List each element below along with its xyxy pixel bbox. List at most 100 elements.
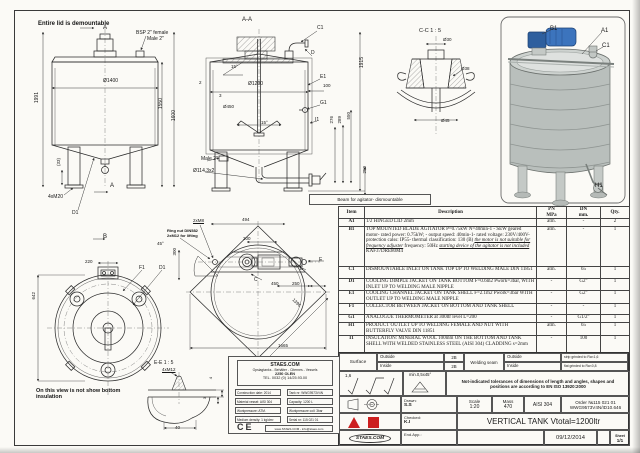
parts-row: D1 COOLING DIMPLE JACKET ON TANK BOTTOM …: [338, 277, 630, 292]
iso-a1-label: A1: [601, 28, 609, 34]
dim-276: 276: [329, 116, 334, 124]
mass-cell: Mass 470: [492, 396, 524, 413]
chamfer-value: min.0,5x45°: [409, 372, 432, 377]
bottom-insulation-note: On this view is not show bottom insulati…: [36, 388, 121, 401]
bottom-view-drawing: [36, 237, 169, 395]
dim-2: 2: [199, 80, 202, 85]
company-city: 2250 OLEN: [274, 372, 296, 376]
dim-45: Ø45: [441, 118, 450, 123]
parts-row: C1 DISMOUNTABLE INLET ON TANK TOP UP TO …: [338, 266, 630, 279]
parts-row: H1 PRODUCT OUTLET UP TO WELDING FEMALE A…: [338, 322, 630, 337]
parts-row: G1 ANALOGUE THERMOMETER at 300ltr level …: [338, 314, 630, 324]
dim-1915: 1915: [359, 57, 365, 69]
dim-1143: Ø114.3x2: [193, 168, 215, 174]
material-cell: AISI 304: [524, 396, 561, 413]
scale-value: 1:20: [469, 404, 480, 410]
surface-outside-value: 2B: [444, 353, 464, 362]
iso-3d-view: [500, 16, 626, 207]
title-block: Surface Outside 2B Inside 2B Welding sea…: [338, 352, 630, 446]
first-angle-projection-icon: [347, 398, 380, 411]
mass-value: 470: [503, 404, 513, 410]
front-d1-label: D1: [72, 210, 79, 216]
blank-cell: [457, 430, 544, 446]
dim-3: 3: [202, 397, 207, 400]
section-a-arrow-top: A: [103, 25, 108, 31]
ring-nut-note-line2: 2xM12 for lifting: [167, 233, 198, 238]
ce-mark-icon: CE: [237, 422, 254, 432]
dim-15-cone: 15°: [261, 120, 268, 125]
aa-d-label: D: [311, 50, 315, 56]
weld-outside-label: Outside: [504, 353, 561, 362]
bottom-f1-label: F1: [139, 265, 145, 271]
red-triangle-icon: [348, 417, 360, 428]
dim-4xm12: 4xM12: [162, 367, 176, 372]
section-aa-title: A-A: [242, 17, 253, 23]
dim-45deg: 45°: [157, 241, 164, 246]
nameplate-field: Capacity: 1200 L: [287, 398, 333, 405]
dim-450: Ø450: [223, 104, 235, 109]
weld-outside-value: strip grinded to Ra<1,6: [561, 353, 628, 362]
dim-1400: Ø1400: [103, 78, 119, 84]
dim-33: (33): [56, 158, 61, 167]
parts-row: A1 1/2 HINGED LID 2mm atm. - 2: [338, 218, 630, 227]
dim-100: 100: [323, 83, 331, 88]
company-name: STAES.COM: [270, 362, 300, 368]
col-item: Item: [338, 206, 365, 219]
dim-2xm8: 2xM8: [193, 218, 205, 223]
col-description: Description: [364, 206, 537, 219]
company-subtitle: Opslagtanks - Behälter - Citernes - Vess…: [252, 368, 318, 372]
front-view-drawing: [41, 26, 176, 211]
blank-cell-2: [597, 430, 610, 446]
dim-1600: 1600: [171, 110, 177, 122]
col-qty: Qty.: [600, 206, 630, 219]
drawn-value: S.S: [404, 403, 412, 408]
section-e-label-a: E: [300, 266, 304, 272]
detail-cc-drawing: [396, 36, 476, 136]
checked-value: K.I: [404, 420, 411, 425]
parts-row: B1 TOP MOUNTED BLADE AGITATOR P=0.75kW N…: [338, 226, 630, 267]
dim-550: 550: [346, 112, 351, 120]
aa-i1-label: I1: [315, 117, 320, 123]
section-aa-drawing: [204, 29, 367, 196]
nameplate-web: www.STAES.COM - info@staes.com: [265, 425, 333, 432]
dim-200: 200: [243, 236, 251, 241]
staes-logo: STAES.COM: [348, 433, 392, 443]
company-phone: TEL. 0032 (0) 14/25.93.00: [262, 376, 308, 380]
nameplate-field: Workpressure coil: 3bar: [287, 407, 333, 414]
detail-ee-drawing: [147, 371, 224, 430]
ring-nut-note-line1: Ring nut DIN582: [167, 228, 198, 233]
dim-15-top: 15°: [231, 64, 238, 69]
top-view-drawing: [177, 221, 330, 361]
dim-450t: 450: [271, 281, 279, 286]
endapp-cell: End.App.:: [401, 430, 457, 446]
order-number: Order №115 021 01: [575, 399, 616, 405]
chamfer-cell: min.0,5x45°: [403, 371, 446, 396]
roughness-symbols-icon: [347, 377, 395, 395]
staes-logo-cell: STAES.COM: [339, 430, 401, 446]
iso-b1-label: B1: [550, 26, 558, 32]
roughness-value: 1,6: [345, 373, 352, 378]
dim-494: 494: [242, 217, 250, 222]
tolerance-note: Not-indicated tolerances of dimensions o…: [446, 371, 630, 396]
projection-symbol-cell: [339, 396, 401, 413]
roughness-cell: 1,6: [339, 371, 403, 396]
dim-3: 3: [219, 93, 222, 98]
red-square-icon: [368, 417, 379, 428]
dim-300: 300: [172, 248, 177, 256]
aa-g1-label: G1: [320, 100, 327, 106]
parts-row: F1 COLLECTOR BETWEEN JACKET ON BOTTOM AN…: [338, 303, 630, 316]
iso-h1-label: H1: [595, 183, 603, 189]
bottom-d1-label: D1: [159, 265, 166, 271]
surface-label: Surface: [339, 353, 377, 371]
parts-row: E1 COOLING CHANNEL JACKET ON TANK SHELL …: [338, 290, 630, 305]
weld-seam-label: Welding seam: [464, 353, 504, 371]
dim-1991: 1991: [34, 92, 40, 104]
drawing-title: VERTICAL TANK Vtotal=1200ltr: [457, 413, 630, 430]
nameplate-field: Medium density: 1 kg/dm³: [235, 416, 281, 423]
weld-inside-value: flat grinded to Ra<0,8: [561, 362, 628, 371]
dim-250t: 250: [292, 281, 300, 286]
